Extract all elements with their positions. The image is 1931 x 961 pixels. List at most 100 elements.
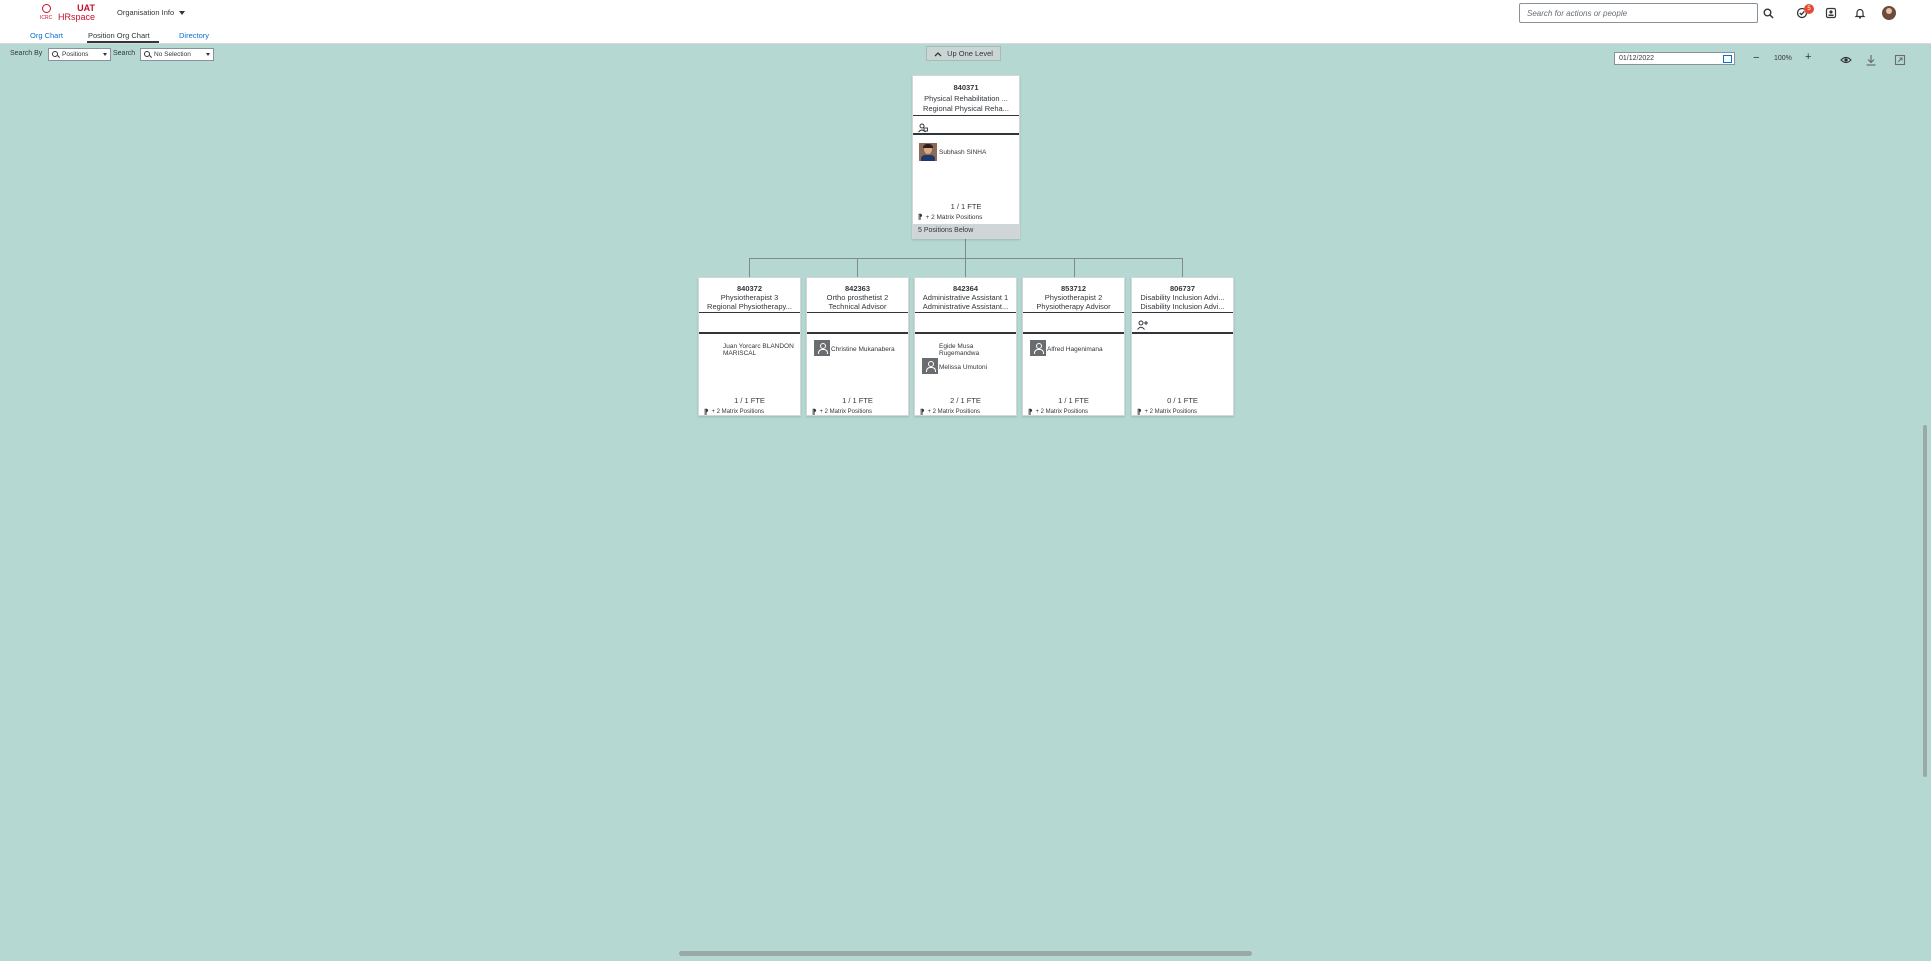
card-divider (915, 332, 1016, 334)
matrix-label: + 2 Matrix Positions (819, 409, 872, 415)
position-id: 842363 (844, 284, 871, 293)
employee-name[interactable]: Alfred Hagenimana (1047, 346, 1103, 353)
position-card[interactable]: 842363 Ortho prosthetist 2 Technical Adv… (806, 277, 909, 416)
card-divider (1023, 332, 1124, 334)
tab-directory[interactable]: Directory (179, 31, 210, 40)
vertical-scrollbar[interactable] (1923, 425, 1927, 777)
search-value: No Selection (154, 51, 191, 58)
matrix-positions[interactable]: ⁋ + 2 Matrix Positions (1137, 408, 1197, 416)
date-value: 01/12/2022 (1619, 55, 1655, 62)
fte-value: 1 / 1 FTE (842, 396, 873, 405)
employee-name-2[interactable]: Melissa Umutoni (939, 364, 988, 371)
user-avatar[interactable] (1882, 6, 1896, 20)
card-divider (1023, 312, 1124, 313)
matrix-positions[interactable]: ⁋ + 2 Matrix Positions (812, 408, 872, 416)
zoom-level: 100% (1774, 55, 1792, 62)
matrix-positions[interactable]: ⁋ + 2 Matrix Positions (704, 408, 764, 416)
matrix-positions[interactable]: ⁋ + 2 Matrix Positions (918, 213, 982, 222)
employee-name-line1: Egide Musa (939, 343, 974, 350)
fte-value: 1 / 1 FTE (1058, 396, 1089, 405)
position-subtitle: Regional Physical Reha... (923, 104, 1009, 113)
logo-top-text: UAT (77, 3, 96, 13)
notification-count-badge: 5 (1804, 4, 1814, 14)
employee-name[interactable]: Christine Mukanabera (831, 346, 895, 353)
fullscreen-icon[interactable] (1894, 53, 1906, 66)
connector-line (749, 258, 1183, 259)
tab-org-chart[interactable]: Org Chart (30, 31, 63, 40)
bell-icon[interactable] (1853, 6, 1867, 20)
position-id: 842364 (952, 284, 979, 293)
fte-value: 1 / 1 FTE (950, 202, 982, 211)
position-id: 840372 (736, 284, 763, 293)
calendar-icon[interactable] (1723, 55, 1732, 63)
download-icon[interactable] (1865, 53, 1877, 66)
zoom-in-button[interactable]: + (1805, 51, 1812, 63)
search-label: Search (113, 50, 136, 57)
matrix-icon: ⁋ (1137, 409, 1142, 416)
up-one-level-button[interactable]: Up One Level (926, 46, 1001, 61)
card-divider (807, 312, 908, 313)
position-subtitle: Technical Advisor (828, 302, 887, 311)
card-divider (1132, 332, 1233, 334)
logo-bottom-text: HRspace (58, 12, 96, 22)
position-title: Ortho prosthetist 2 (826, 293, 889, 302)
add-person-icon[interactable] (1137, 317, 1148, 335)
position-card-root[interactable]: 840371 Physical Rehabilitation ... Regio… (912, 75, 1020, 239)
employee-placeholder-icon[interactable] (814, 340, 830, 356)
matrix-label: + 2 Matrix Positions (1035, 409, 1088, 415)
tab-position-org-chart[interactable]: Position Org Chart (88, 31, 150, 40)
position-card[interactable]: 853712 Physiotherapist 2 Physiotherapy A… (1022, 277, 1125, 416)
app-menu-button[interactable]: Organisation Info (117, 8, 186, 17)
position-subtitle: Disability Inclusion Advi... (1140, 302, 1225, 311)
search-by-label: Search By (10, 50, 43, 57)
job-icon (918, 120, 928, 138)
search-select[interactable]: No Selection (140, 48, 214, 61)
position-card[interactable]: 806737 Disability Inclusion Advi... Disa… (1131, 277, 1234, 416)
position-title: Administrative Assistant 1 (922, 293, 1009, 302)
chevron-up-icon (934, 51, 942, 56)
position-card[interactable]: 842364 Administrative Assistant 1 Admini… (914, 277, 1017, 416)
employee-name-line1: Juan Yorcarc BLANDON (723, 343, 794, 350)
search-by-value: Positions (62, 51, 89, 58)
fte-value: 0 / 1 FTE (1167, 396, 1198, 405)
search-icon (144, 51, 151, 58)
matrix-icon: ⁋ (812, 409, 817, 416)
eye-icon[interactable] (1840, 53, 1852, 65)
search-by-select[interactable]: Positions (48, 48, 111, 61)
company-logo[interactable]: ICRC UAT HRspace (40, 4, 95, 22)
card-divider (699, 332, 800, 334)
position-subtitle: Physiotherapy Advisor (1036, 302, 1111, 311)
positions-below-button[interactable]: 5 Positions Below (913, 224, 1019, 239)
global-search-input[interactable]: Search for actions or people (1519, 3, 1758, 23)
employee-name[interactable]: Subhash SINHA (939, 149, 987, 156)
chevron-down-icon (206, 53, 210, 56)
shell-bar: ICRC UAT HRspace Organisation Info Searc… (0, 0, 1931, 27)
position-card[interactable]: 840372 Physiotherapist 3 Regional Physio… (698, 277, 801, 416)
card-divider (913, 115, 1019, 116)
matrix-icon: ⁋ (918, 214, 923, 221)
matrix-icon: ⁋ (1028, 409, 1033, 416)
matrix-label: + 2 Matrix Positions (927, 409, 980, 415)
matrix-positions[interactable]: ⁋ + 2 Matrix Positions (1028, 408, 1088, 416)
horizontal-scrollbar[interactable] (679, 951, 1252, 956)
logo-small-text: ICRC (40, 15, 53, 21)
zoom-out-button[interactable]: − (1753, 52, 1760, 64)
matrix-positions[interactable]: ⁋ + 2 Matrix Positions (920, 408, 980, 416)
employee-placeholder-icon[interactable] (1030, 340, 1046, 356)
people-swap-icon[interactable] (1824, 6, 1838, 20)
fte-value: 1 / 1 FTE (734, 396, 765, 405)
employee-placeholder-icon[interactable] (922, 358, 938, 374)
employee-photo[interactable] (919, 143, 937, 161)
search-icon[interactable] (1761, 6, 1775, 20)
card-divider (699, 312, 800, 313)
employee-name[interactable]: Juan Yorcarc BLANDON MARISCAL (723, 343, 794, 357)
matrix-icon: ⁋ (920, 409, 925, 416)
card-divider (807, 332, 908, 334)
connector-line (965, 239, 966, 258)
position-title: Physiotherapist 3 (720, 293, 779, 302)
effective-date-input[interactable]: 01/12/2022 (1614, 52, 1735, 65)
connector-line (857, 258, 858, 277)
employee-name[interactable]: Egide Musa Rugemandwa (939, 343, 979, 357)
chevron-down-icon (179, 10, 186, 15)
connector-line (749, 258, 750, 277)
